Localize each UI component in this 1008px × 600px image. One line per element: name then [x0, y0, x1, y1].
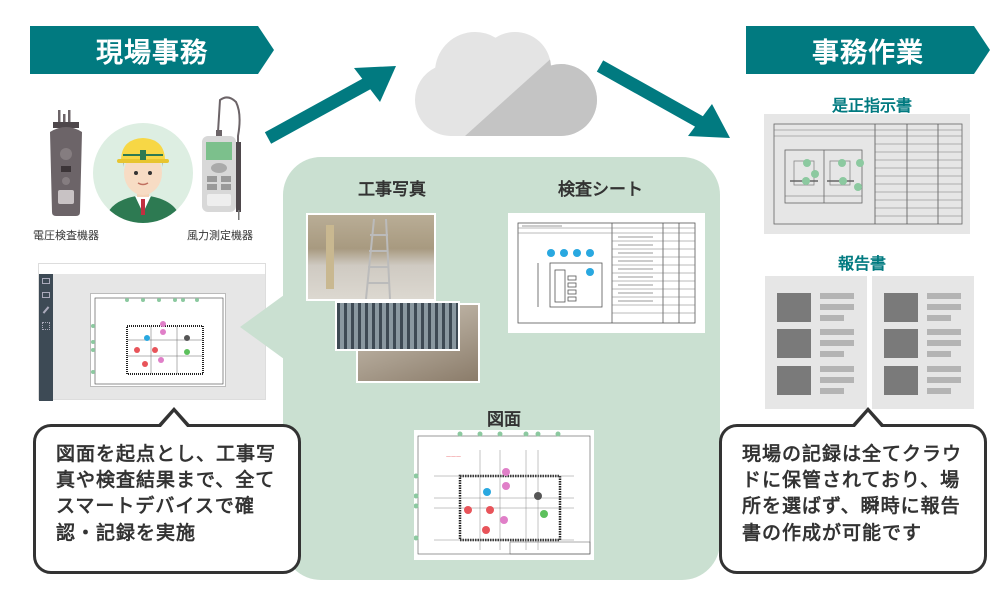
field-work-description-bubble: 図面を起点とし、工事写真や検査結果まで、全てスマートデバイスで確認・記録を実施: [33, 407, 301, 574]
bubble-tail: [156, 407, 192, 428]
office-work-banner: 事務作業: [746, 26, 990, 74]
correction-order-document: [764, 114, 970, 234]
construction-photos-title: 工事写真: [358, 180, 426, 200]
drawing-title: 図面: [487, 410, 521, 430]
construction-photo-interior: [306, 213, 436, 301]
anemometer-icon: [202, 96, 241, 220]
report-title: 報告書: [838, 254, 887, 273]
field-work-banner: 現場事務: [30, 26, 274, 74]
app-sidebar: [39, 274, 53, 401]
anemometer-label: 風力測定機器: [187, 229, 253, 242]
field-work-description: 図面を起点とし、工事写真や検査結果まで、全てスマートデバイスで確認・記録を実施: [56, 443, 277, 544]
panel-pointer: [240, 295, 284, 359]
svg-text:———: ———: [446, 454, 461, 460]
office-work-title: 事務作業: [812, 37, 924, 69]
field-work-title: 現場事務: [96, 37, 208, 69]
report-page-1: [765, 276, 867, 409]
voltage-tester-icon: [50, 110, 82, 216]
voltage-tester-label: 電圧検査機器: [33, 229, 99, 242]
correction-order-title: 是正指示書: [832, 96, 913, 115]
cloud-icon: [415, 32, 597, 136]
bubble-tail: [850, 407, 886, 428]
arrow-to-office-icon: [596, 60, 730, 138]
arrow-to-cloud-icon: [264, 66, 396, 144]
report-page-2: [872, 276, 974, 409]
office-work-description: 現場の記録は全てクラウドに保管されており、場所を選ばず、瞬時に報告書の作成が可能…: [742, 443, 963, 544]
app-topbar: [39, 264, 265, 274]
floor-plan-drawing: ———: [413, 430, 594, 560]
construction-worker-icon: [93, 123, 193, 223]
office-work-description-bubble: 現場の記録は全てクラウドに保管されており、場所を選ばず、瞬時に報告書の作成が可能…: [719, 407, 987, 574]
tablet-app-screenshot: [38, 263, 266, 401]
inspection-sheet-title: 検査シート: [558, 180, 643, 200]
construction-photo-scaffold-front: [335, 301, 460, 351]
floor-plan-thumbnail: [90, 293, 226, 387]
inspection-sheet-image: [508, 213, 705, 333]
